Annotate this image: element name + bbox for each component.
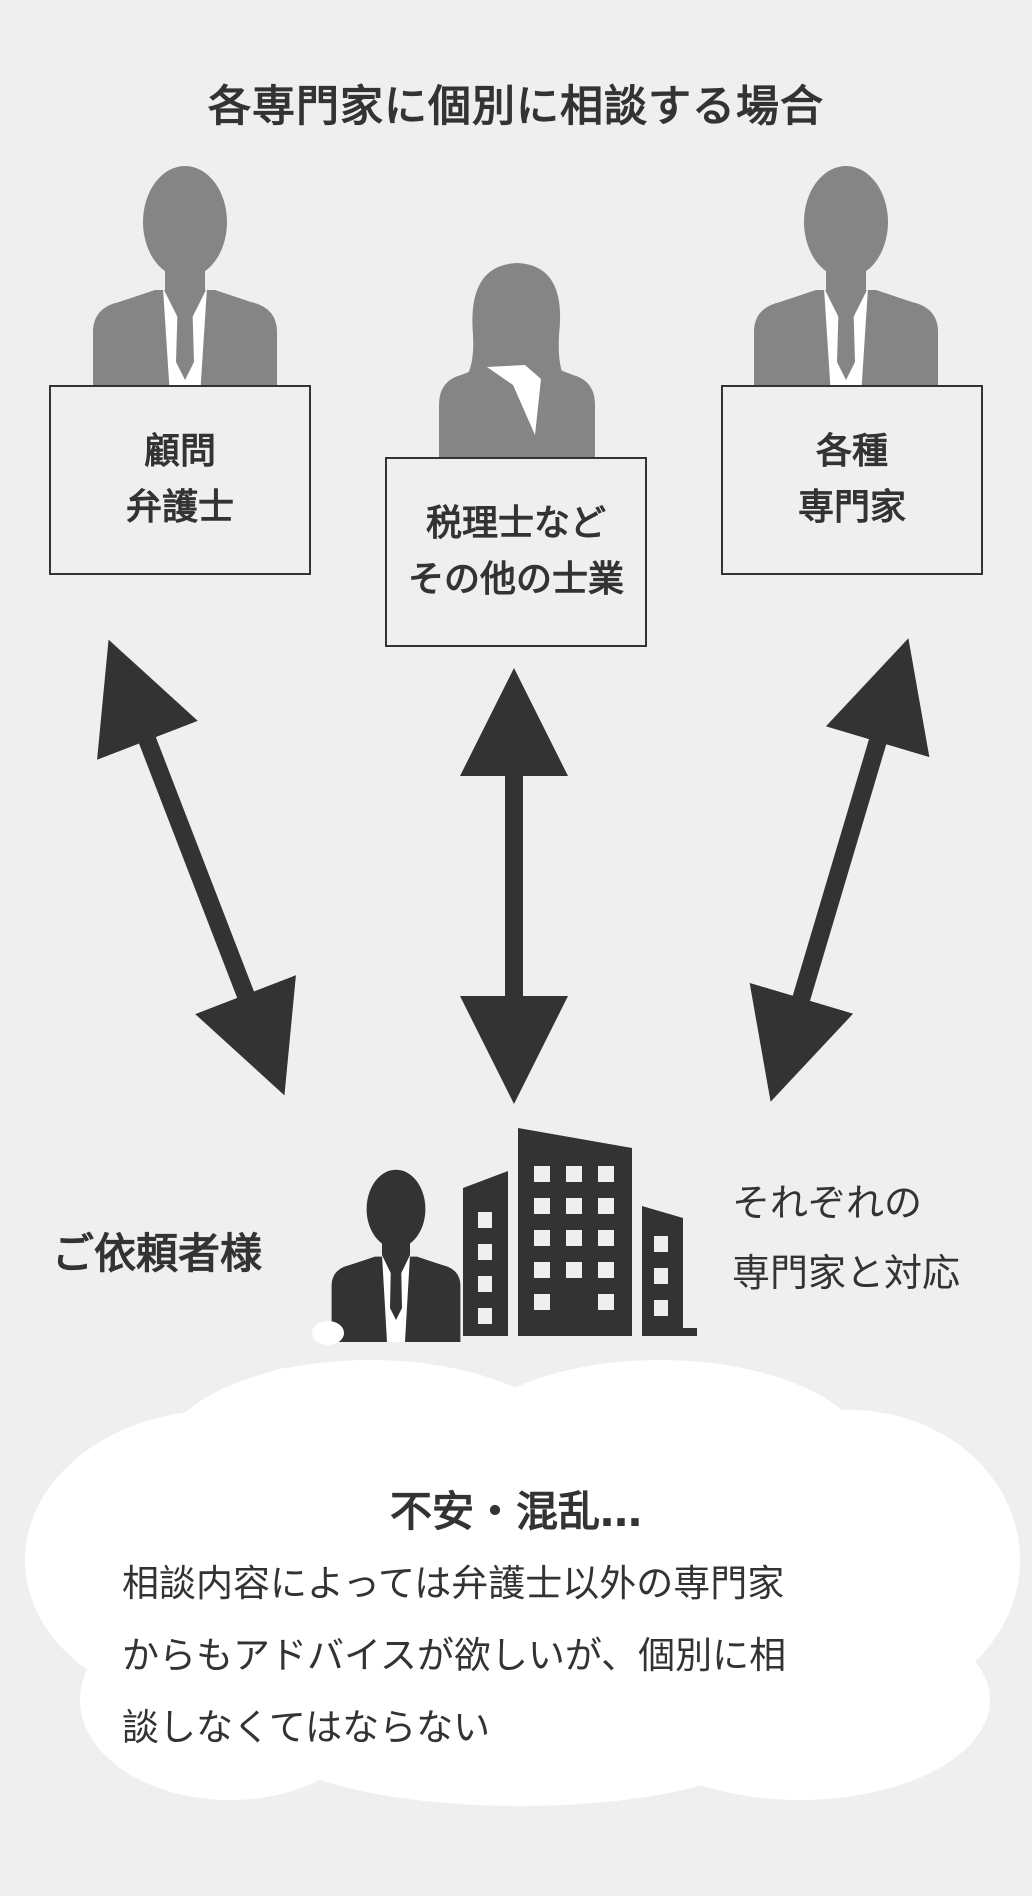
- bubble-line2: からもアドバイスが欲しいが、個別に相: [122, 1634, 787, 1677]
- expert-box-lawyer: 顧問 弁護士: [49, 385, 311, 575]
- arrow-left: [97, 639, 296, 1096]
- expert-box-other: 各種 専門家: [721, 385, 983, 575]
- expert-2-silhouette-icon: [439, 263, 595, 490]
- expert-box-other-line1: 各種: [815, 431, 888, 472]
- client-note: それぞれの 専門家と対応: [732, 1168, 960, 1308]
- arrow-right: [749, 638, 930, 1102]
- client-note-line1: それぞれの: [732, 1181, 923, 1225]
- expert-box-lawyer-line1: 顧問: [143, 431, 216, 472]
- bubble-line1: 相談内容によっては弁護士以外の専門家: [122, 1562, 785, 1605]
- expert-box-tax: 税理士など その他の士業: [385, 457, 647, 647]
- client-label: ご依頼者様: [52, 1229, 263, 1278]
- building-icon: [463, 1128, 697, 1336]
- expert-box-tax-line1: 税理士など: [425, 503, 606, 544]
- businessman-icon: [331, 1169, 461, 1342]
- expert-box-other-line2: 専門家: [797, 487, 906, 528]
- expert-box-lawyer-line2: 弁護士: [125, 487, 234, 528]
- bubble-body: 相談内容によっては弁護士以外の専門家 からもアドバイスが欲しいが、個別に相 談し…: [122, 1548, 892, 1764]
- bubble-line3: 談しなくてはならない: [122, 1706, 491, 1749]
- page-title: 各専門家に個別に相談する場合: [208, 82, 824, 132]
- expert-box-tax-line2: その他の士業: [407, 559, 624, 600]
- expert-1-silhouette-icon: [93, 166, 277, 412]
- thought-bubble: [25, 1321, 1020, 1806]
- expert-3-silhouette-icon: [754, 166, 938, 412]
- bubble-title: 不安・混乱…: [389, 1487, 642, 1536]
- client-note-line2: 専門家と対応: [732, 1251, 961, 1295]
